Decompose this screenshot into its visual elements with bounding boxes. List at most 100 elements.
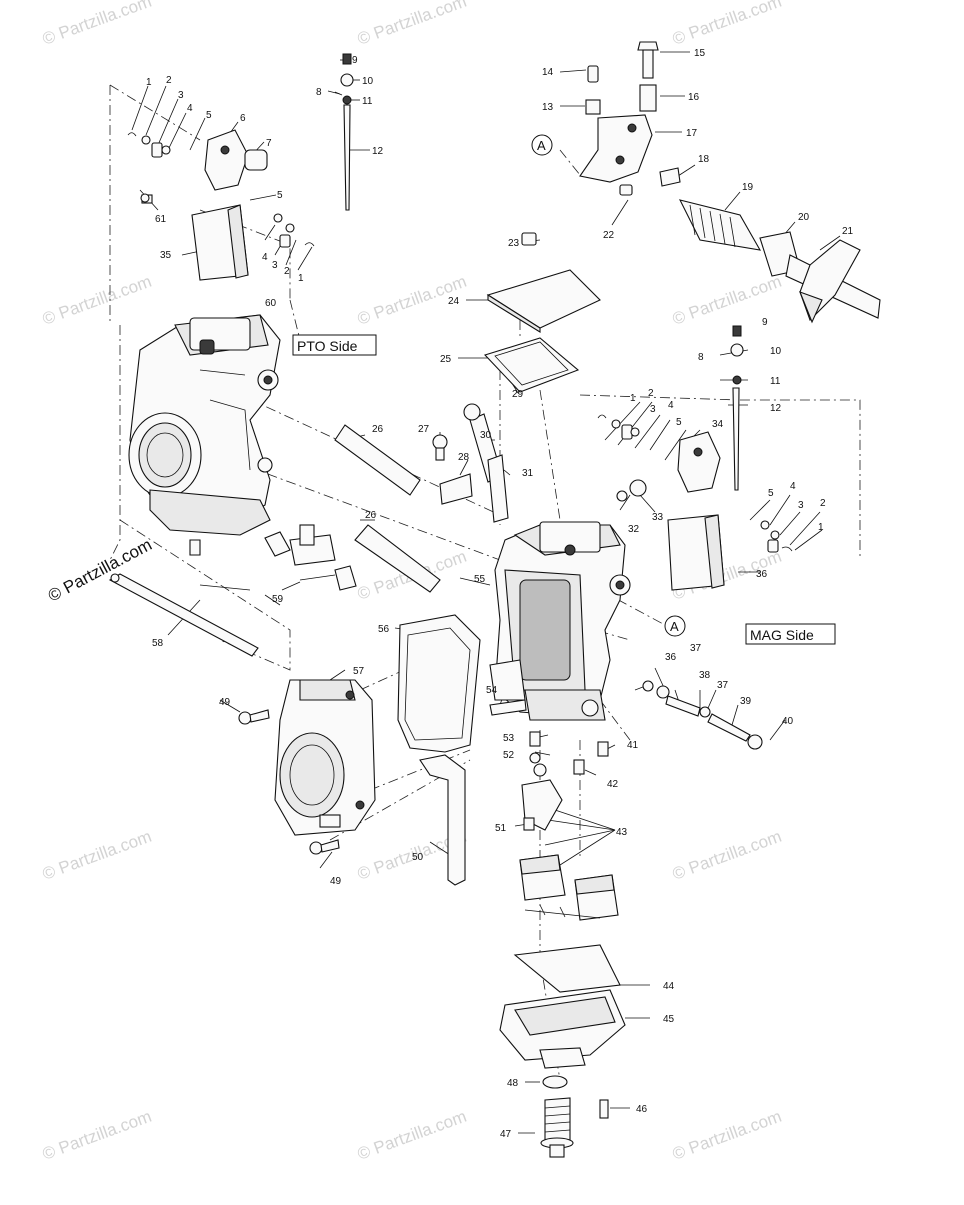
tubes-26 [334,424,441,593]
callout-3: 3 [798,500,804,511]
callout-38: 38 [699,670,711,681]
throttle-body [274,679,376,836]
callout-43: 43 [616,827,628,838]
callout-23: 23 [508,238,520,249]
callout-26: 26 [365,510,377,521]
callout-3: 3 [178,90,184,101]
callout-14: 14 [542,67,554,78]
callout-numbers: 1 2 3 4 5 6 7 8 9 10 11 12 61 35 5 4 3 2… [146,48,854,1140]
carb-body-pto [128,314,281,556]
callout-44: 44 [663,981,675,992]
callout-2: 2 [648,388,654,399]
callout-7: 7 [266,138,272,149]
callout-57: 57 [353,666,365,677]
watermark: © Partzilla.com [670,0,784,49]
callout-1: 1 [146,77,152,88]
callout-19: 19 [742,182,754,193]
needle-slide [432,403,509,523]
callout-40: 40 [782,716,794,727]
callout-4: 4 [262,252,268,263]
callout-35: 35 [160,250,172,261]
callout-4: 4 [187,103,193,114]
callout-9: 9 [762,317,768,328]
callout-15: 15 [694,48,706,59]
callout-34: 34 [712,419,724,430]
float-cover [483,232,601,393]
callout-53: 53 [503,733,515,744]
callout-5: 5 [206,110,212,121]
callout-17: 17 [686,128,698,139]
throttle-linkage [579,41,881,324]
callout-45: 45 [663,1014,675,1025]
jets-screws [489,680,763,775]
callout-20: 20 [798,212,810,223]
callout-8: 8 [698,352,704,363]
watermark: © Partzilla.com [40,827,154,884]
callout-2: 2 [284,266,290,277]
callout-51: 51 [495,823,507,834]
callout-12: 12 [770,403,782,414]
callout-30: 30 [480,430,492,441]
callout-28: 28 [458,452,470,463]
callout-3: 3 [650,404,656,415]
rod-58 [108,573,259,657]
callout-21: 21 [842,226,854,237]
callout-5: 5 [768,488,774,499]
fittings-59 [264,524,357,591]
watermark: © Partzilla.com [40,0,154,49]
callout-61: 61 [155,214,167,225]
callout-9: 9 [352,55,358,66]
callout-24: 24 [448,296,460,307]
ref-a-circle [664,615,686,637]
callout-37: 37 [690,643,702,654]
callout-26: 26 [372,424,384,435]
lever-6 [204,129,268,191]
ref-a-circle [531,134,553,156]
callout-36: 36 [756,569,768,580]
mag-side-label: MAG Side [750,627,814,643]
gasket-56 [397,614,481,753]
callout-29: 29 [512,389,524,400]
callout-10: 10 [362,76,374,87]
callout-12: 12 [372,146,384,157]
float-assembly [519,763,619,921]
callout-41: 41 [627,740,639,751]
callout-56: 56 [378,624,390,635]
callout-32: 32 [628,524,640,535]
watermark: © Partzilla.com [670,827,784,884]
drain-assembly [540,1075,609,1158]
float-bowl [499,944,626,1069]
callout-47: 47 [500,1129,512,1140]
callout-1: 1 [630,393,636,404]
carb-body-mag [489,521,631,721]
callout-5: 5 [676,417,682,428]
callout-60: 60 [265,298,277,309]
watermark: © Partzilla.com [40,1107,154,1164]
callout-54: 54 [486,685,498,696]
callout-39: 39 [740,696,752,707]
callout-50: 50 [412,852,424,863]
callout-8: 8 [316,87,322,98]
slide-plate-35 [191,204,249,281]
watermark: © Partzilla.com [670,1107,784,1164]
callout-49: 49 [219,697,231,708]
callout-33: 33 [652,512,664,523]
callout-42: 42 [607,779,619,790]
hose-50 [419,754,466,886]
callout-36: 36 [665,652,677,663]
callout-52: 52 [503,750,515,761]
callout-37: 37 [717,680,729,691]
slide-plate-36 [667,514,725,591]
callout-18: 18 [698,154,710,165]
callout-1: 1 [818,522,824,533]
callout-11: 11 [362,96,373,107]
watermark: © Partzilla.com [40,272,154,329]
callout-5: 5 [277,190,283,201]
mag-side-box [745,623,836,645]
watermark: © Partzilla.com [355,1107,469,1164]
callout-55: 55 [474,574,486,585]
callout-4: 4 [790,481,796,492]
callout-1: 1 [298,273,304,284]
